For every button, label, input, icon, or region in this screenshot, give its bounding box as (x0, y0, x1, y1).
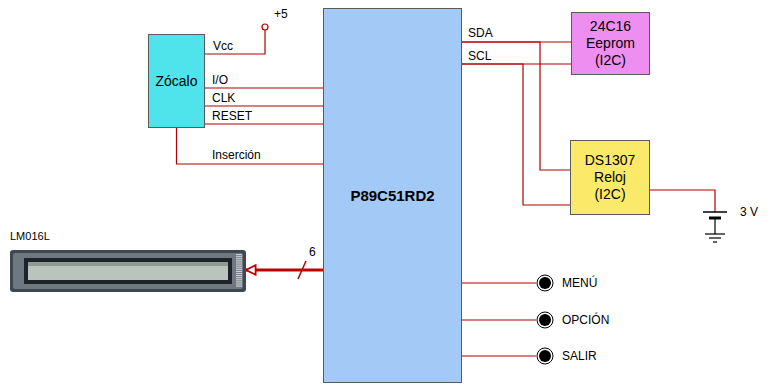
lcd-module-picture (10, 250, 246, 292)
bus-arrow (246, 269, 323, 272)
signal-wire (462, 64, 570, 205)
voltage-label: +5 (274, 8, 288, 21)
button-symbol (536, 311, 554, 329)
signal-label: 6 (309, 246, 316, 259)
signal-wire (462, 42, 570, 170)
signal-label: SDA (468, 27, 493, 40)
signal-label: I/O (212, 74, 228, 87)
ground-symbol (713, 241, 717, 242)
signal-label: RESET (212, 110, 252, 123)
signal-wire (462, 282, 536, 283)
signal-wire (462, 319, 536, 320)
box-label: DS1307 Reloj (I2C) (585, 152, 636, 202)
push-button: MENÚ (536, 274, 646, 292)
signal-wire (177, 128, 324, 164)
supply-label: Vcc (213, 40, 233, 53)
ground-wire (714, 219, 715, 234)
button-label: OPCIÓN (562, 313, 609, 327)
supply-terminal (262, 24, 268, 30)
push-button: OPCIÓN (536, 311, 646, 329)
button-label: MENÚ (562, 276, 597, 290)
voltage-label: 3 V (740, 206, 758, 219)
button-label: SALIR (562, 349, 597, 363)
battery-symbol (703, 211, 727, 213)
signal-wire (462, 355, 536, 356)
lcd-display: LM016L (10, 230, 246, 292)
clock-box: DS1307 Reloj (I2C) (570, 140, 650, 215)
vcc-wire (205, 30, 265, 54)
battery-wire (650, 190, 715, 212)
push-button: SALIR (536, 347, 646, 365)
eeprom-box: 24C16 Eeprom (I2C) (571, 12, 650, 75)
signal-label: SCL (468, 50, 491, 63)
button-symbol (536, 274, 554, 292)
signal-label: CLK (212, 92, 235, 105)
part-name: LM016L (10, 230, 246, 243)
box-label: Zócalo (155, 73, 197, 90)
signal-wire (205, 123, 323, 124)
ground-symbol (705, 233, 725, 234)
ground-symbol (709, 237, 721, 238)
button-symbol (536, 347, 554, 365)
socket-box: Zócalo (148, 34, 205, 128)
signal-wire (205, 87, 323, 88)
box-label: 24C16 Eeprom (I2C) (586, 18, 635, 68)
signal-wire (205, 105, 323, 106)
signal-label: Inserción (212, 149, 261, 162)
box-label: P89C51RD2 (350, 187, 434, 205)
microcontroller-box: P89C51RD2 (323, 8, 462, 383)
